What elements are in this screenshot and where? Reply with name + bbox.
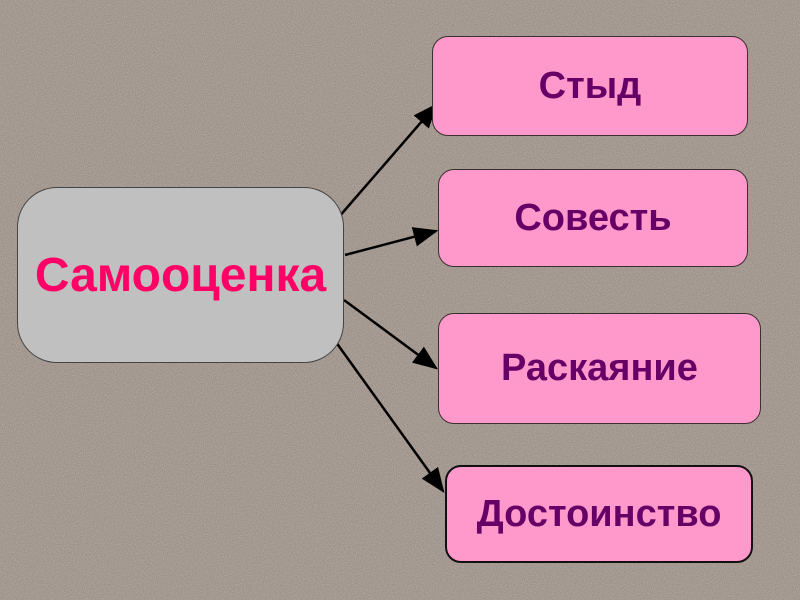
node-raskayanie: Раскаяние [438, 313, 761, 424]
node-label: Стыд [538, 64, 642, 107]
node-label: Достоинство [476, 492, 722, 535]
arrow-to-dostoinstvo [331, 337, 445, 494]
node-label: Совесть [514, 196, 672, 239]
arrow-to-styd [337, 103, 438, 219]
node-styd: Стыд [432, 36, 748, 136]
node-dostoinstvo: Достоинство [445, 465, 753, 563]
arrow-to-sovest [344, 227, 439, 257]
node-sovest: Совесть [438, 169, 748, 267]
node-label: Раскаяние [501, 347, 698, 389]
center-node-samootsenka: Самооценка [17, 187, 344, 363]
center-node-label: Самооценка [34, 248, 327, 302]
arrow-to-raskayanie [343, 298, 439, 370]
